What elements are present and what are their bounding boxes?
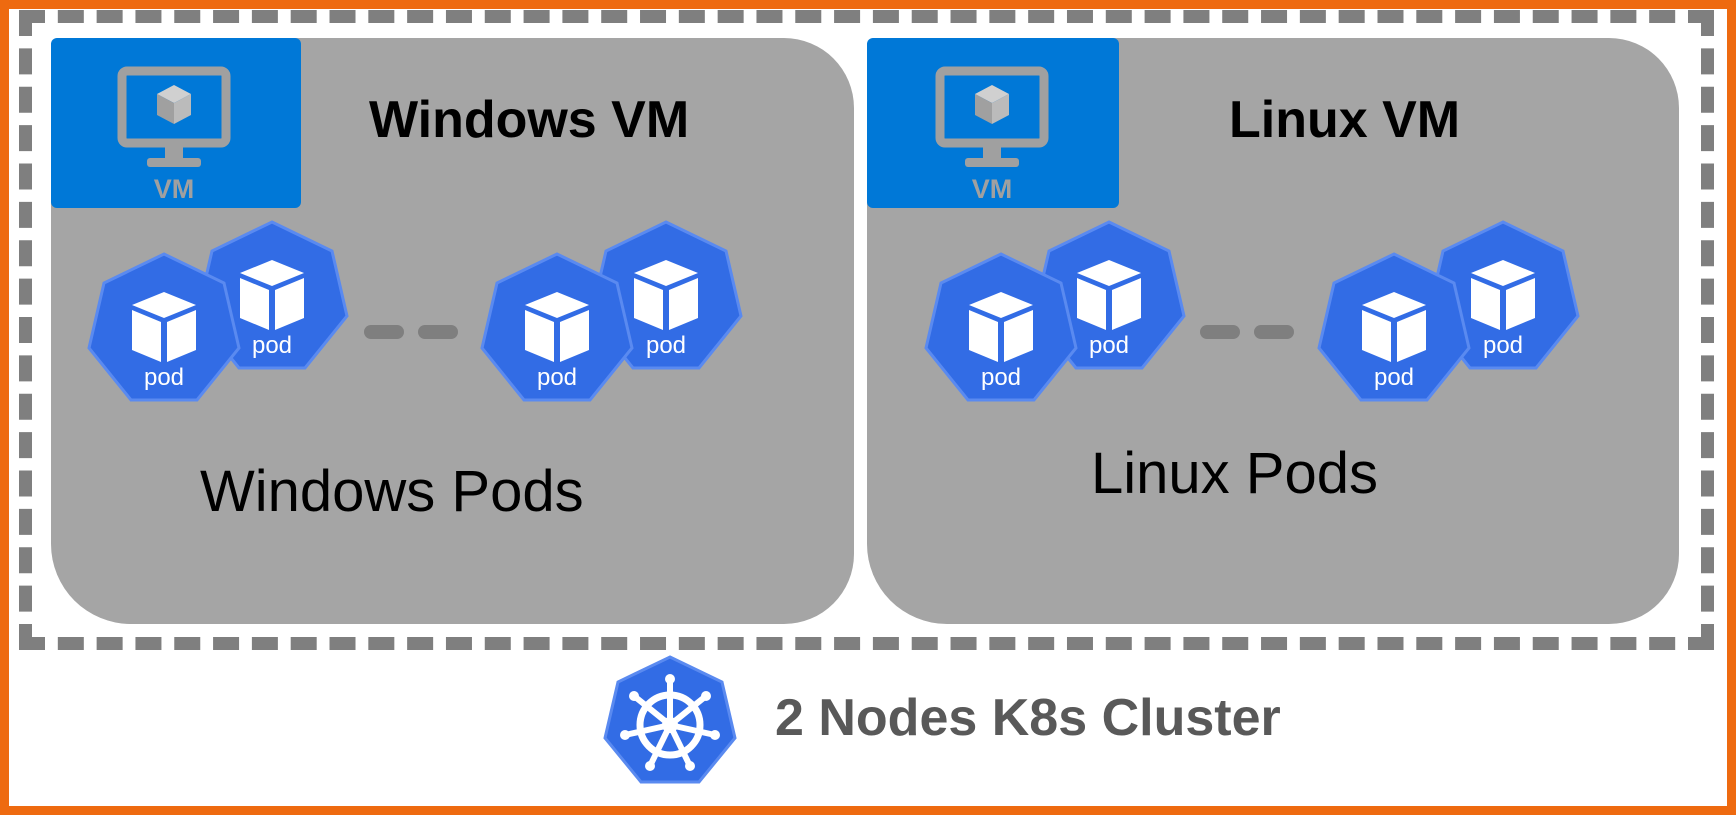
vm-label: VM bbox=[972, 174, 1013, 204]
pod-cube-icon bbox=[1317, 252, 1471, 402]
vm-monitor-icon: VM bbox=[935, 66, 1049, 204]
pod-cube-icon bbox=[924, 252, 1078, 402]
kubernetes-wheel-icon bbox=[600, 655, 740, 785]
vm-label: VM bbox=[154, 174, 195, 204]
pod-icon: pod bbox=[1314, 250, 1474, 410]
pod-icon: pod bbox=[84, 250, 244, 410]
vm-badge: VM bbox=[51, 38, 301, 208]
vm-badge: VM bbox=[867, 38, 1119, 208]
pods-label: Linux Pods bbox=[1091, 441, 1378, 506]
pod-label: pod bbox=[536, 364, 578, 391]
pod-cube-icon bbox=[87, 252, 241, 402]
pods-label: Windows Pods bbox=[200, 459, 584, 524]
pod-label: pod bbox=[1373, 364, 1415, 391]
vm-monitor-icon: VM bbox=[117, 66, 231, 204]
pod-icon: pod bbox=[921, 250, 1081, 410]
node-title: Windows VM bbox=[369, 91, 690, 149]
pod-label: pod bbox=[143, 364, 185, 391]
pod-label: pod bbox=[1482, 332, 1524, 359]
cluster-title: 2 Nodes K8s Cluster bbox=[775, 689, 1281, 747]
node-title: Linux VM bbox=[1229, 91, 1461, 149]
ellipsis-dash bbox=[1200, 325, 1240, 339]
pod-label: pod bbox=[251, 332, 293, 359]
ellipsis-dash bbox=[418, 325, 458, 339]
pod-icon: pod bbox=[1423, 218, 1583, 378]
pod-label: pod bbox=[1088, 332, 1130, 359]
ellipsis-dash bbox=[1254, 325, 1294, 339]
pod-cube-icon bbox=[480, 252, 634, 402]
cluster-boundary bbox=[19, 10, 1714, 650]
ellipsis-dash bbox=[364, 325, 404, 339]
pod-icon: pod bbox=[477, 250, 637, 410]
pod-label: pod bbox=[645, 332, 687, 359]
pod-label: pod bbox=[980, 364, 1022, 391]
